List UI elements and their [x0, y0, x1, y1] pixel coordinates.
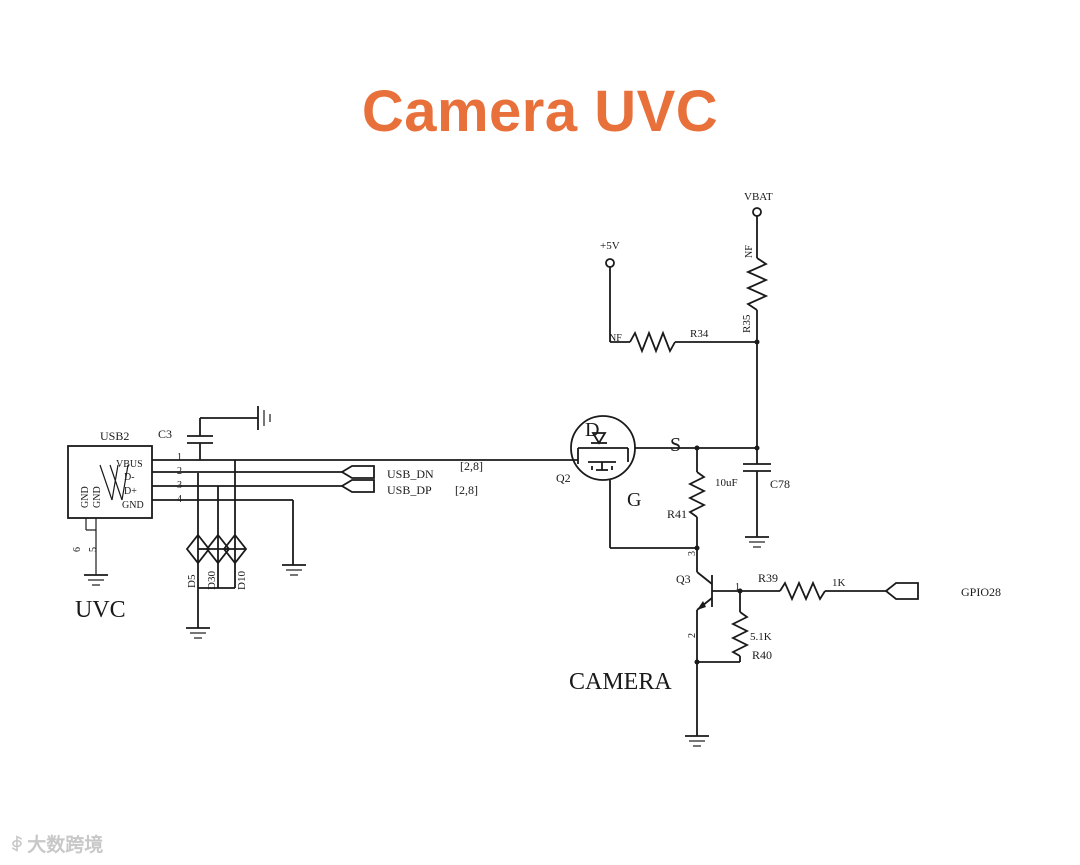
camera-label: CAMERA — [569, 669, 672, 695]
ground-symbol — [745, 536, 769, 548]
usb2-label: USB2 — [100, 429, 129, 443]
usb-dp-label: USB_DP — [387, 483, 432, 497]
q3-label: Q3 — [676, 572, 691, 586]
ground-symbol — [186, 627, 210, 639]
usb-dn-label: USB_DN — [387, 467, 434, 481]
d5-label: D5 — [186, 574, 198, 588]
c78-label: C78 — [770, 477, 790, 491]
r39-value: 1K — [832, 577, 846, 589]
r34-label: R34 — [690, 328, 709, 340]
brand-logo-icon: ꇉ — [10, 836, 24, 856]
q3-pin2-label: 2 — [687, 633, 698, 638]
vbat-label: VBAT — [744, 191, 773, 203]
r39-label: R39 — [758, 571, 778, 585]
q2-gate-label: G — [627, 489, 641, 511]
q2-label: Q2 — [556, 471, 571, 485]
c78-value: 10uF — [715, 477, 738, 489]
pin-5-label: 5 — [88, 547, 99, 552]
usb-dp-ref: [2,8] — [455, 483, 478, 497]
r40-label: R40 — [752, 648, 772, 662]
ground-symbol — [685, 735, 709, 747]
q3-pin1-label: 1 — [735, 582, 740, 593]
gnd-pin-label: GND — [122, 500, 144, 511]
watermark-text: 大数跨境 — [27, 834, 104, 856]
ground-symbol — [84, 574, 108, 586]
c3-label: C3 — [158, 427, 172, 441]
gnd1-label: GND — [80, 486, 91, 508]
r34-nf-label: NF — [609, 333, 622, 344]
gpio28-label: GPIO28 — [961, 585, 1001, 599]
pin-6-label: 6 — [72, 547, 83, 552]
r40-value: 5.1K — [750, 631, 772, 643]
q2-drain-label: D — [585, 419, 599, 441]
pin-1-label: 1 — [177, 452, 182, 463]
r35-label: R35 — [741, 314, 753, 333]
usb2-connector — [67, 445, 153, 519]
r41-label: R41 — [667, 507, 687, 521]
ground-symbol — [257, 406, 271, 430]
ground-symbol — [282, 564, 306, 576]
vbus-pin-label: VBUS — [116, 459, 143, 470]
gnd2-label: GND — [92, 486, 103, 508]
d30-label: D30 — [206, 571, 218, 590]
q3-transistor — [696, 571, 780, 611]
plus5v-label: +5V — [600, 240, 620, 252]
page-title: Camera UVC — [361, 79, 719, 144]
r35-nf-label: NF — [744, 245, 755, 258]
usb-dn-ref: [2,8] — [460, 459, 483, 473]
uvc-label: UVC — [75, 597, 126, 623]
tvs-diodes — [185, 533, 248, 565]
q3-pin3-label: 3 — [687, 551, 698, 556]
q2-source-label: S — [670, 434, 681, 456]
dminus-pin-label: D- — [124, 472, 135, 483]
dplus-pin-label: D+ — [124, 486, 137, 497]
d10-label: D10 — [236, 571, 248, 590]
